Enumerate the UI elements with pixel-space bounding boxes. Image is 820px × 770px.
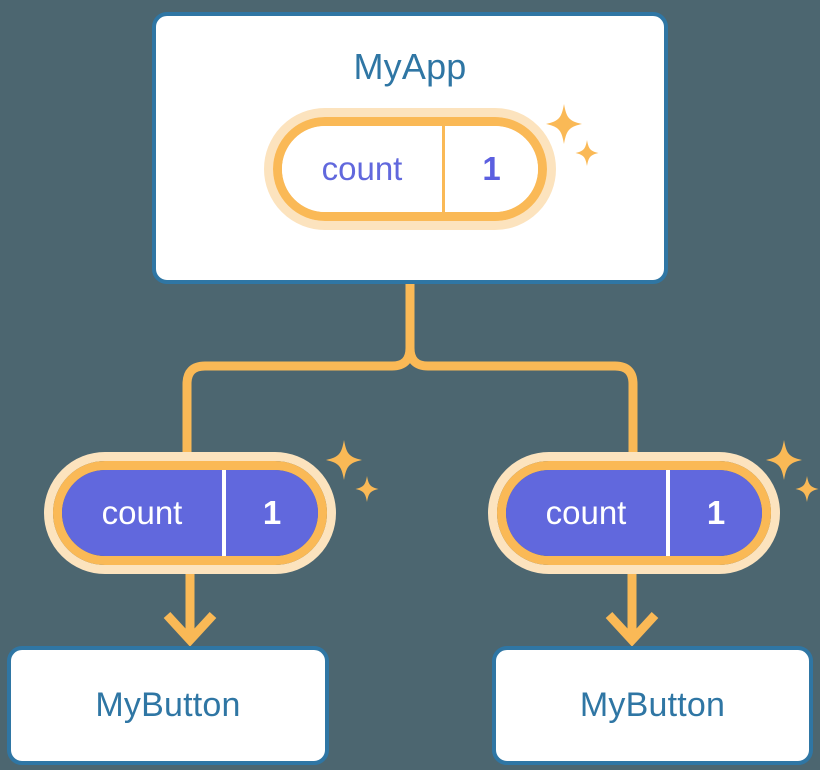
state-key-label: count [101, 494, 183, 531]
page-title: MyApp [353, 46, 467, 87]
state-key-label: count [545, 494, 627, 531]
state-value-label: 1 [222, 470, 318, 556]
state-pill-ring [44, 452, 336, 574]
component-card-mybutton-0[interactable]: MyButton [7, 646, 329, 765]
state-key-label: count [321, 150, 403, 187]
sparkle-small-icon [795, 476, 819, 502]
sparkle-large-icon [766, 440, 802, 480]
connector-branch-path [182, 284, 638, 452]
sparkle-large-icon [326, 440, 362, 480]
component-title: MyButton [95, 686, 241, 724]
sparkle-small-icon [355, 476, 379, 502]
component-card-mybutton-1[interactable]: MyButton [492, 646, 813, 765]
state-pill-ring [488, 452, 780, 574]
state-pill-body: count 1 [62, 470, 318, 556]
arrow-head-down-left-icon [163, 611, 217, 647]
state-value-label: 1 [442, 126, 538, 212]
state-pill-body: count 1 [506, 470, 762, 556]
component-title: MyButton [579, 686, 726, 724]
arrow-head-down-right-icon [605, 611, 659, 647]
state-pill-child-1[interactable]: count 1 [488, 452, 780, 574]
state-pill-child-0[interactable]: count 1 [44, 452, 336, 574]
state-value-label: 1 [666, 470, 762, 556]
state-pill-myapp[interactable]: count 1 [264, 108, 556, 230]
state-pill-ring [264, 108, 556, 230]
state-pill-body: count 1 [282, 126, 538, 212]
